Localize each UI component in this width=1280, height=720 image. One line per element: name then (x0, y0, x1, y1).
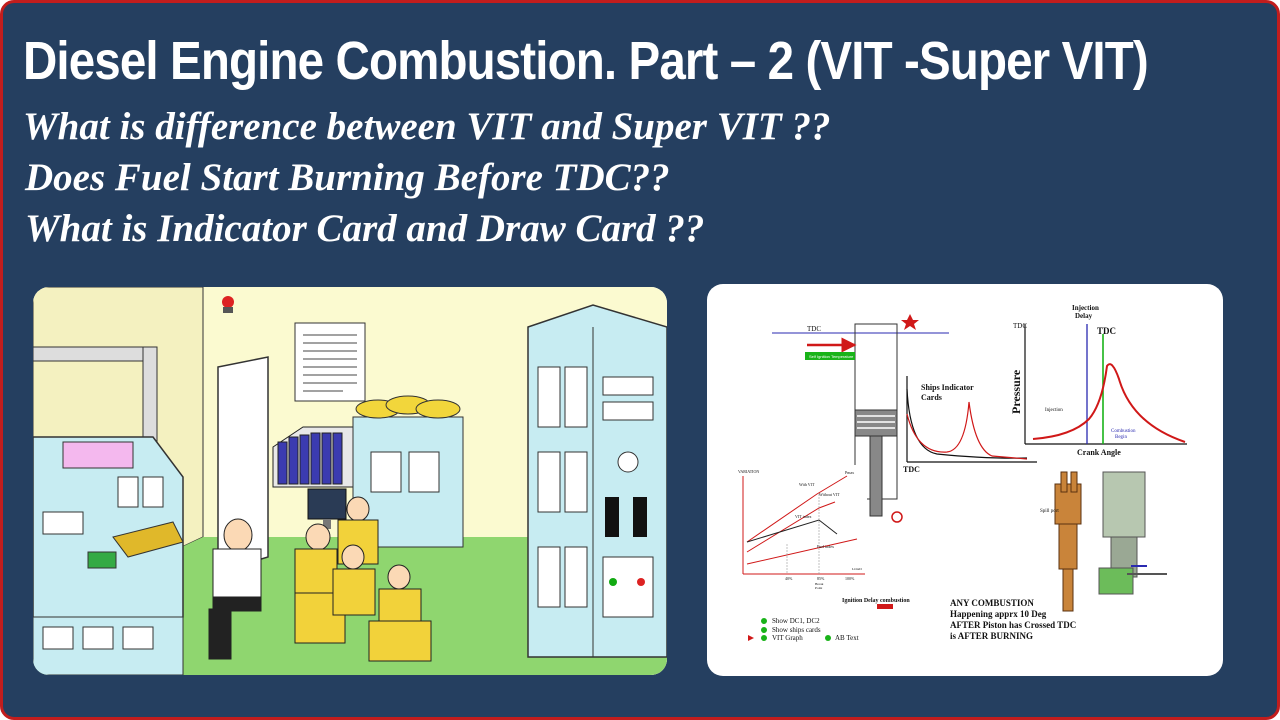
legend-item-vit-graph: VIT Graph (772, 634, 803, 642)
combustion-begin-label-1: Combustion (1111, 429, 1136, 434)
legend-item-ab-text: AB Text (835, 634, 859, 642)
break-point-label-1: Break (815, 582, 824, 586)
note-line-3: AFTER Piston has Crossed TDC (950, 620, 1076, 630)
after-burning-note: ANY COMBUSTION Happening apprx 10 Deg AF… (950, 598, 1076, 641)
vit-variation-label: VARIATION (738, 469, 759, 474)
combustion-diagram-panel: TDC Self Ignition Temperature Ignition D… (707, 284, 1223, 676)
pressure-tdc-top-label: TDC (1097, 326, 1116, 336)
note-line-2: Happening apprx 10 Deg (950, 609, 1047, 619)
self-ignition-label: Self Ignition Temperature (809, 354, 854, 359)
fuel-pump-cutaway: Spill port (1040, 471, 1167, 612)
fuel-index-label: Fuel index (817, 544, 834, 549)
injection-label: Injection (1045, 408, 1063, 413)
control-room-illustration (33, 287, 667, 675)
indicator-cards-graph: Ships Indicator Cards TDC (903, 376, 1037, 474)
break-point-label-2: Point (815, 586, 822, 590)
vit-load-label: LOAD (852, 567, 862, 571)
vit-variation-graph: VARIATION Pmax With VIT Without VIT VIT … (737, 465, 867, 590)
with-vit-label: With VIT (799, 482, 815, 487)
injection-delay-label-1: Injection (1072, 304, 1099, 312)
crank-angle-label: Crank Angle (1077, 448, 1121, 457)
question-fuel-burning: Does Fuel Start Burning Before TDC?? (25, 156, 670, 199)
pressure-ylabel: Pressure (1009, 369, 1023, 414)
control-room-scene (33, 287, 667, 675)
vit-peak-label: Pmax (845, 470, 854, 475)
cards-label-2: Cards (921, 393, 942, 402)
question-indicator-card: What is Indicator Card and Draw Card ?? (25, 207, 705, 250)
injection-delay-label-2: Delay (1075, 312, 1093, 320)
without-vit-label: Without VIT (819, 492, 840, 497)
pressure-crank-graph: Injection Delay TDC TDC Pressure Injecti… (1009, 304, 1187, 457)
legend-item-cards: Show ships cards (772, 626, 821, 634)
note-line-4: is AFTER BURNING (950, 631, 1033, 641)
cards-label-1: Ships Indicator (921, 383, 974, 392)
spill-port-label: Spill port (1040, 509, 1059, 514)
tdc-line-label: TDC (807, 325, 821, 333)
question-vit-difference: What is difference between VIT and Super… (23, 105, 831, 148)
legend-item-dc: Show DC1, DC2 (772, 617, 820, 625)
vit-tick-40: 40% (785, 576, 793, 581)
vit-tick-100: 100% (845, 576, 855, 581)
pressure-tdc-left-label: TDC (1013, 322, 1027, 330)
cylinder-piston-diagram: TDC Self Ignition Temperature Ignition D… (772, 314, 949, 609)
combustion-diagrams: TDC Self Ignition Temperature Ignition D… (737, 304, 1187, 642)
cards-tdc-label: TDC (903, 465, 920, 474)
vit-tick-85: 85% (817, 576, 825, 581)
page-title: Diesel Engine Combustion. Part – 2 (VIT … (23, 31, 1149, 91)
note-line-1: ANY COMBUSTION (950, 598, 1034, 608)
spark-icon (901, 314, 919, 330)
ignition-delay-label: Ignition Delay combustion (842, 598, 910, 604)
combustion-begin-label-2: Begin (1115, 435, 1127, 440)
slide-legend: Show DC1, DC2 Show ships cards VIT Graph… (748, 617, 859, 642)
vit-index-label: VIT index (795, 514, 811, 519)
